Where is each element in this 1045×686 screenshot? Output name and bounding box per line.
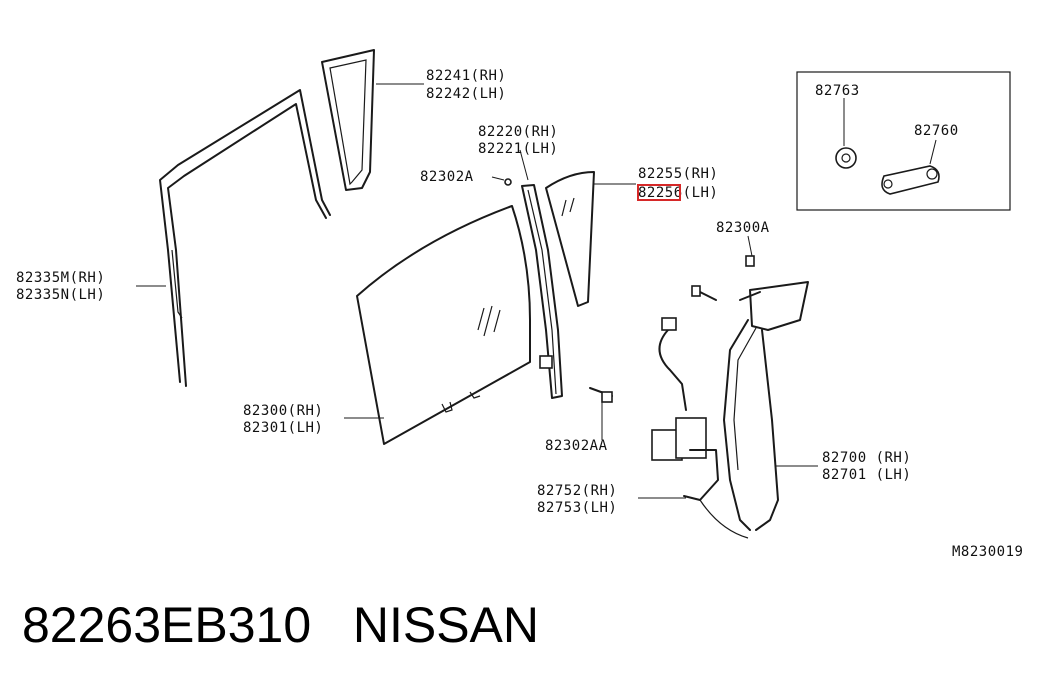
label-door-glass-lh: 82301(LH) <box>243 420 324 436</box>
label-bolt-aa: 82302AA <box>545 438 608 454</box>
handle-drawing <box>881 165 940 195</box>
run-channel-drawing <box>159 89 331 387</box>
brand-name: NISSAN <box>352 597 540 653</box>
label-motor-rh: 82752(RH) <box>537 483 618 499</box>
diagram-code: M8230019 <box>952 544 1024 560</box>
label-bolt-a: 82300A <box>716 220 770 236</box>
label-handle-nut: 82763 <box>815 83 860 99</box>
inset-box <box>796 71 1011 211</box>
label-quarter-glass-lh: 82256(LH) <box>638 185 719 201</box>
label-door-glass-rh: 82300(RH) <box>243 403 324 419</box>
regulator-drawing <box>691 255 809 531</box>
bolt-aa-drawing <box>589 387 613 403</box>
label-quarter-glass-rh: 82255(RH) <box>638 166 719 182</box>
label-sash-rh: 82220(RH) <box>478 124 559 140</box>
leader-lines <box>136 83 937 499</box>
label-handle: 82760 <box>914 123 959 139</box>
label-regulator-lh: 82701 (LH) <box>822 467 912 483</box>
motor-drawing <box>651 317 749 539</box>
label-regulator-rh: 82700 (RH) <box>822 450 912 466</box>
label-vent-frame-lh: 82242(LH) <box>426 86 507 102</box>
handle-nut-drawing <box>835 147 857 169</box>
quarter-glass-drawing <box>545 171 595 307</box>
vent-frame-drawing <box>321 49 375 191</box>
label-vent-frame-rh: 82241(RH) <box>426 68 507 84</box>
sash-drawing <box>504 178 563 399</box>
label-run-channel-lh: 82335N(LH) <box>16 287 106 303</box>
label-run-channel-rh: 82335M(RH) <box>16 270 106 286</box>
door-glass-drawing <box>356 205 531 445</box>
label-motor-lh: 82753(LH) <box>537 500 618 516</box>
label-clip: 82302A <box>420 169 474 185</box>
highlighted-part-number <box>637 184 681 201</box>
label-sash-lh: 82221(LH) <box>478 141 559 157</box>
part-number: 82263EB310 <box>22 597 312 653</box>
footer-caption: 82263EB310 NISSAN <box>22 596 539 654</box>
